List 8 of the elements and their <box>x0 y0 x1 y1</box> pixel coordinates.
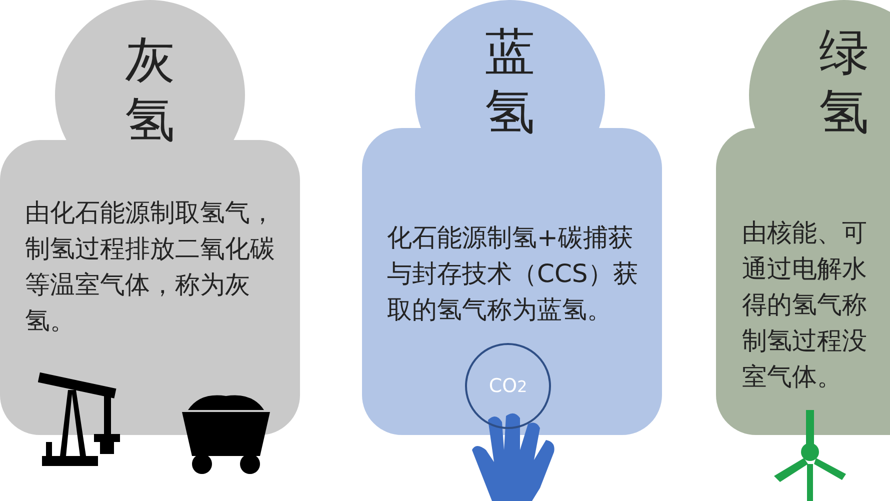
card-description: 由核能、可通过电解水得的氢气称制氢过程没室气体。 <box>742 217 868 393</box>
hydrogen-card <box>362 0 662 435</box>
card-description: 化石能源制氢+碳捕获与封存技术（CCS）获取的氢气称为蓝氢。 <box>387 222 639 326</box>
card-heading: 灰氢 <box>124 30 176 150</box>
card-heading: 绿氢 <box>818 22 870 142</box>
card-description: 由化石能源制取氢气，制氢过程排放二氧化碳等温室气体，称为灰氢。 <box>25 197 275 337</box>
card-heading: 蓝氢 <box>484 22 536 142</box>
hydrogen-card <box>0 0 300 435</box>
